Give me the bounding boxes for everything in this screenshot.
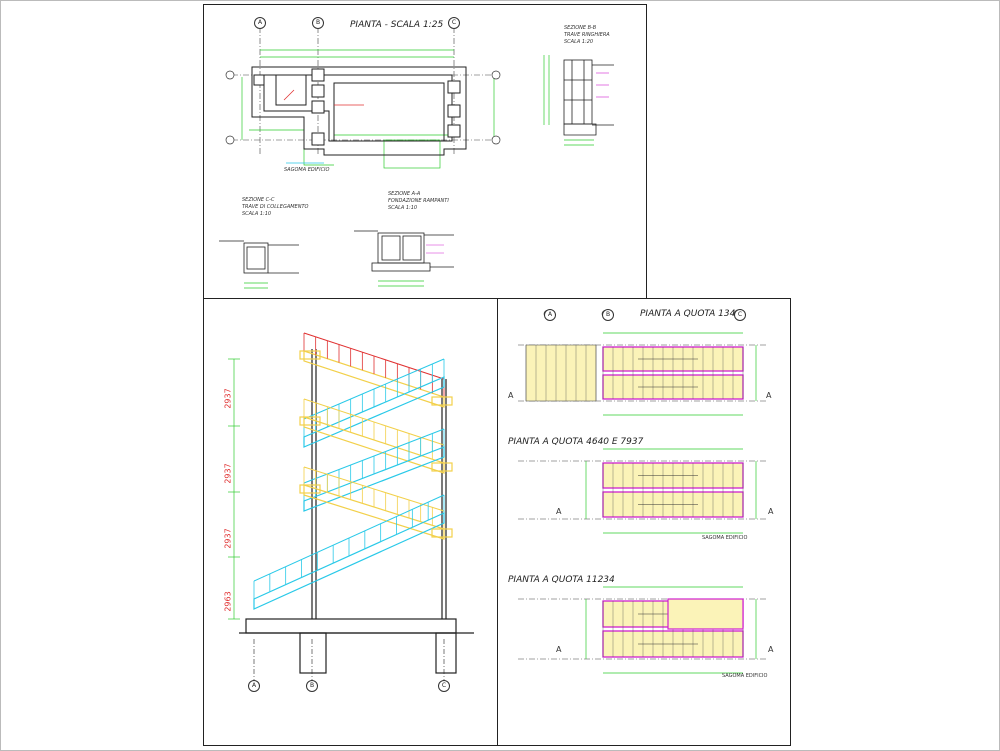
plan-title: PIANTA - SCALA 1:25	[350, 20, 444, 30]
section-c-scale: SCALA 1:10	[242, 211, 272, 217]
section-a-subtitle: FONDAZIONE RAMPANTI	[388, 198, 449, 204]
elev-grid-a: A	[248, 680, 260, 692]
plans-panel: PIANTA A QUOTA 1343 PIANTA A QUOTA 4640 …	[497, 298, 791, 746]
elevation-panel: 2937 2937 2937 2963 A B C	[203, 298, 498, 746]
plan1-title: PIANTA A QUOTA 1343	[640, 309, 742, 319]
top-drawing-panel: PIANTA - SCALA 1:25	[203, 4, 647, 299]
section-b-title: SEZIONE B-B	[564, 25, 597, 31]
plans-grid-c: C	[734, 309, 746, 321]
plan2-title: PIANTA A QUOTA 4640 E 7937	[508, 437, 644, 447]
section-c-title: SEZIONE C-C	[242, 197, 275, 203]
plan1-section-marker-right: A	[766, 391, 772, 400]
plan3-note: SAGOMA EDIFICIO	[722, 673, 768, 679]
level-dim-4: 2963	[223, 591, 233, 612]
level-dim-1: 2937	[223, 388, 233, 409]
section-c-subtitle: TRAVE DI COLLEGAMENTO	[242, 204, 309, 210]
plan-drawing	[219, 18, 614, 289]
stair-flights	[253, 332, 453, 610]
plan3-section-marker-left: A	[556, 645, 562, 654]
section-b-scale: SCALA 1:20	[564, 39, 594, 45]
plan1-section-marker-left: A	[508, 391, 514, 400]
plans-grid-b: B	[602, 309, 614, 321]
plan3-section-marker-right: A	[768, 645, 774, 654]
grid-label-c: C	[448, 17, 460, 29]
grid-label-b: B	[312, 17, 324, 29]
plan-note: SAGOMA EDIFICIO	[284, 167, 330, 173]
section-b-subtitle: TRAVE RINGHIERA	[564, 32, 610, 38]
plans-grid-a: A	[544, 309, 556, 321]
plan2-section-marker-right: A	[768, 507, 774, 516]
plan3-title: PIANTA A QUOTA 11234	[508, 575, 615, 585]
elev-grid-c: C	[438, 680, 450, 692]
plan2-note: SAGOMA EDIFICIO	[702, 535, 748, 541]
section-a-title: SEZIONE A-A	[388, 191, 421, 197]
stair-elevation-drawing	[228, 332, 474, 691]
level-dim-3: 2937	[223, 528, 233, 549]
level-dim-2: 2937	[223, 463, 233, 484]
section-a-scale: SCALA 1:10	[388, 205, 418, 211]
grid-label-a: A	[254, 17, 266, 29]
plan2-section-marker-left: A	[556, 507, 562, 516]
elev-grid-b: B	[306, 680, 318, 692]
